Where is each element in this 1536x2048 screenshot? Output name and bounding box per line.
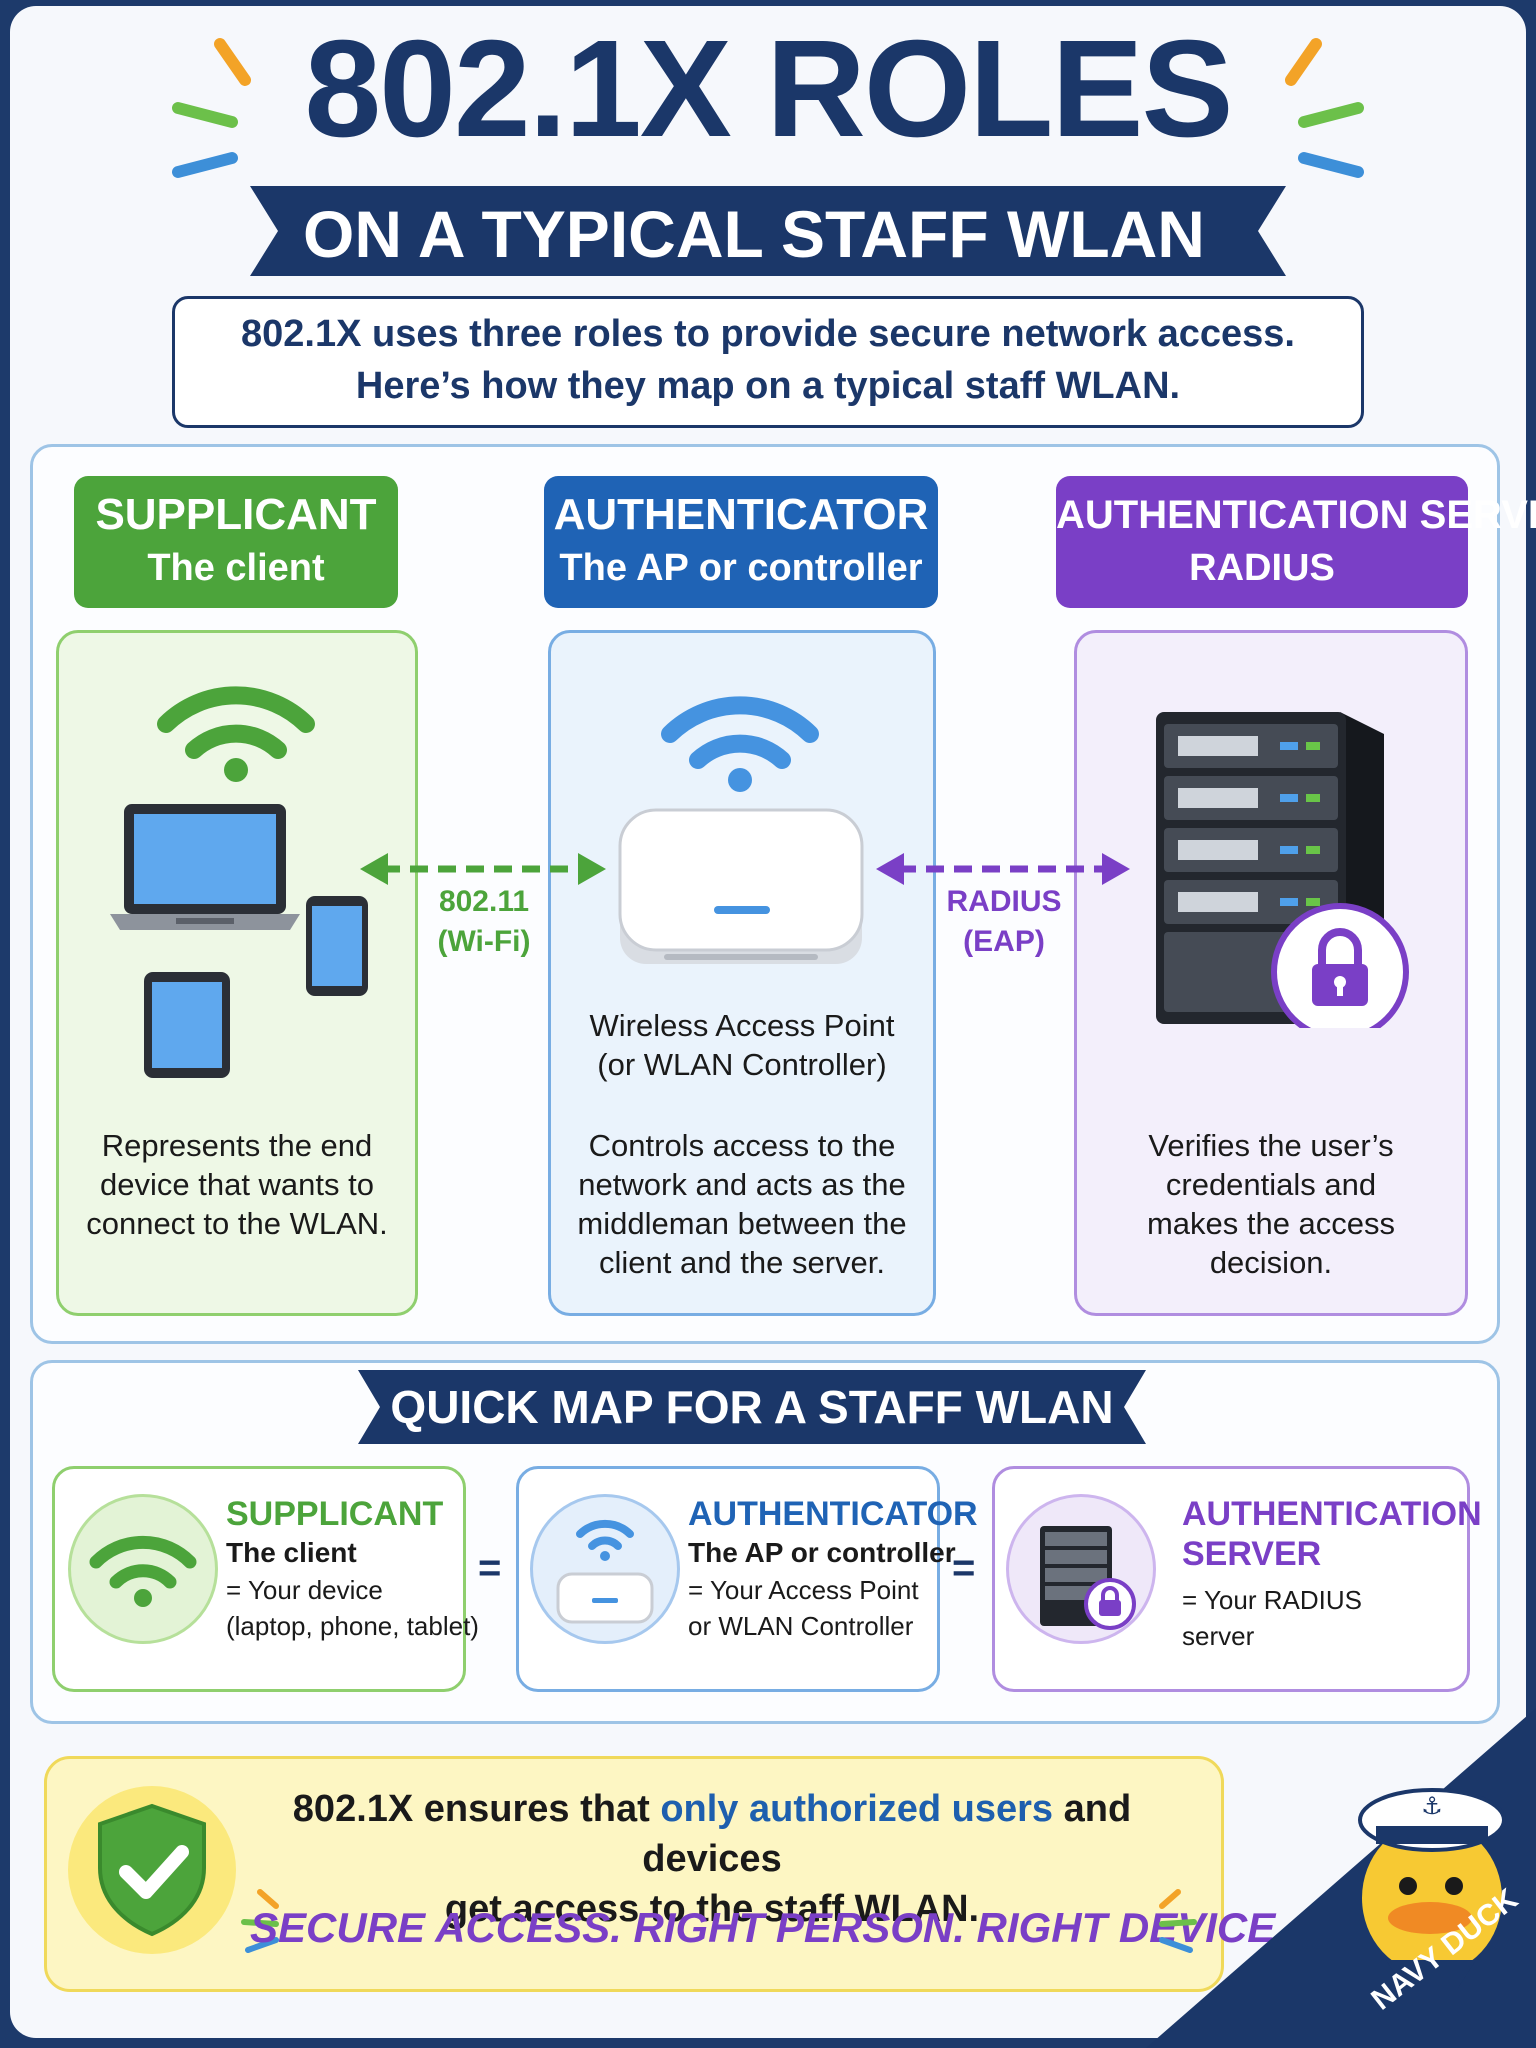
slogan-right-sparks-icon	[1159, 1889, 1197, 1953]
supplicant-description-line-3: connect to the WLAN.	[86, 1206, 388, 1241]
page-title: 802.1X ROLES	[304, 12, 1233, 166]
supplicant-description: Represents the end device that wants to …	[66, 1126, 408, 1243]
quick-map-supplicant-text: SUPPLICANT The client = Your device (lap…	[226, 1494, 479, 1644]
quick-map-authenticator-detail-1: = Your Access Point	[688, 1575, 919, 1605]
authenticator-description-line-3: middleman between the	[577, 1206, 907, 1241]
intro-box	[172, 296, 1364, 428]
authenticator-badge-title: AUTHENTICATOR	[553, 490, 929, 539]
footer-line-1: 802.1X ensures that only authorized user…	[222, 1784, 1202, 1884]
quick-map-server-title-line-2: SERVER	[1182, 1535, 1322, 1573]
auth-server-description-line-3: makes the access	[1146, 1206, 1396, 1241]
auth-server-description-line-4: decision.	[1209, 1245, 1333, 1280]
auth-server-badge: AUTHENTICATION SERVER RADIUS	[1056, 476, 1536, 608]
quick-map-authenticator-subtitle: The AP or controller	[688, 1537, 956, 1568]
authenticator-description-line-2: network and acts as the	[578, 1167, 906, 1202]
supplicant-badge-title: SUPPLICANT	[95, 490, 377, 539]
quick-map-title: QUICK MAP FOR A STAFF WLAN	[390, 1381, 1114, 1433]
quick-map-ribbon	[358, 1370, 1146, 1444]
page-subtitle: ON A TYPICAL STAFF WLAN	[303, 197, 1205, 271]
intro-line-1: 802.1X uses three roles to provide secur…	[241, 313, 1295, 355]
authenticator-badge: AUTHENTICATOR The AP or controller	[544, 476, 938, 608]
radius-link-label-line-1: RADIUS	[946, 885, 1062, 918]
equals-sign-1: =	[478, 1546, 502, 1590]
radius-link-label: RADIUS (EAP)	[932, 882, 1076, 962]
footer-highlight: only authorized users	[660, 1788, 1054, 1830]
footer-banner	[44, 1756, 1224, 1992]
auth-server-badge-subtitle: RADIUS	[1189, 547, 1335, 589]
ap-wifi-icon	[661, 696, 819, 792]
footer-line-1-start: 802.1X ensures that	[292, 1788, 661, 1830]
footer-statement: 802.1X ensures that only authorized user…	[222, 1784, 1202, 1934]
wifi-signal-icon	[157, 686, 315, 782]
wifi-link-label: 802.11 (Wi-Fi)	[412, 882, 556, 962]
server-quick-rack-icon	[1040, 1526, 1136, 1630]
quick-map-supplicant-title: SUPPLICANT	[226, 1495, 444, 1533]
quick-map-supplicant-detail-2: (laptop, phone, tablet)	[226, 1611, 479, 1641]
quick-map-server-title-line-1: AUTHENTICATION	[1182, 1495, 1482, 1533]
authenticator-quick-ap-icon	[556, 1519, 654, 1624]
ap-device-label-line-1: Wireless Access Point	[589, 1008, 895, 1043]
supplicant-badge: SUPPLICANT The client	[74, 476, 398, 608]
auth-server-description-line-2: credentials and	[1165, 1167, 1377, 1202]
auth-server-description: Verifies the user’s credentials and make…	[1084, 1126, 1458, 1282]
quick-map-server-text: AUTHENTICATION SERVER = Your RADIUS serv…	[1182, 1494, 1482, 1654]
quick-map-server-detail-1: = Your RADIUS	[1182, 1585, 1362, 1615]
navy-duck-mascot-icon: ⚓	[1146, 1708, 1536, 2048]
intro-text: 802.1X uses three roles to provide secur…	[172, 308, 1364, 412]
server-rack-icon	[1156, 712, 1409, 1028]
supplicant-quick-wifi-icon	[89, 1535, 197, 1607]
wifi-link-label-line-2: (Wi-Fi)	[437, 925, 531, 958]
svg-text:⚓: ⚓	[1421, 1792, 1443, 1820]
ap-device-label: Wireless Access Point (or WLAN Controlle…	[560, 1006, 924, 1084]
access-point-icon	[618, 808, 864, 964]
footer-line-2: get access to the staff WLAN.	[444, 1888, 980, 1930]
supplicant-description-line-1: Represents the end	[101, 1128, 373, 1163]
authenticator-description: Controls access to the network and acts …	[556, 1126, 928, 1282]
quick-map-authenticator-text: AUTHENTICATOR The AP or controller = You…	[688, 1494, 978, 1644]
quick-map-authenticator-detail-2: or WLAN Controller	[688, 1611, 914, 1641]
equals-sign-2: =	[952, 1546, 976, 1590]
supplicant-badge-subtitle: The client	[147, 547, 325, 589]
right-sparks-icon	[1285, 38, 1364, 178]
wifi-link-label-line-1: 802.11	[438, 885, 530, 918]
wifi-link-arrow	[360, 853, 606, 885]
authenticator-badge-subtitle: The AP or controller	[559, 547, 923, 589]
shield-check-icon	[68, 1786, 236, 1954]
footer-slogan: SECURE ACCESS. RIGHT PERSON. RIGHT DEVIC…	[250, 1904, 1287, 1951]
quick-map-supplicant-subtitle: The client	[226, 1537, 357, 1568]
quick-map-server-detail-2: server	[1182, 1621, 1255, 1651]
footer-line-1-end: and devices	[642, 1788, 1132, 1880]
quick-map-authenticator-title: AUTHENTICATOR	[688, 1495, 978, 1533]
quick-map-supplicant-detail-1: = Your device	[226, 1575, 383, 1605]
supplicant-description-line-2: device that wants to	[100, 1167, 374, 1202]
client-devices-icon	[110, 804, 368, 1078]
authenticator-description-line-1: Controls access to the	[588, 1128, 896, 1163]
radius-link-arrow	[876, 853, 1130, 885]
auth-server-badge-title: AUTHENTICATION SERVER	[1056, 493, 1536, 537]
ap-device-label-line-2: (or WLAN Controller)	[597, 1047, 887, 1082]
slogan-left-sparks-icon	[241, 1889, 279, 1953]
intro-line-2: Here’s how they map on a typical staff W…	[355, 365, 1181, 407]
subtitle-ribbon	[250, 186, 1286, 276]
radius-link-label-line-2: (EAP)	[963, 925, 1045, 958]
authenticator-description-line-4: client and the server.	[598, 1245, 886, 1280]
supplicant-quick-circle	[68, 1494, 218, 1644]
left-sparks-icon	[172, 38, 251, 178]
auth-server-description-line-1: Verifies the user’s	[1148, 1128, 1394, 1163]
